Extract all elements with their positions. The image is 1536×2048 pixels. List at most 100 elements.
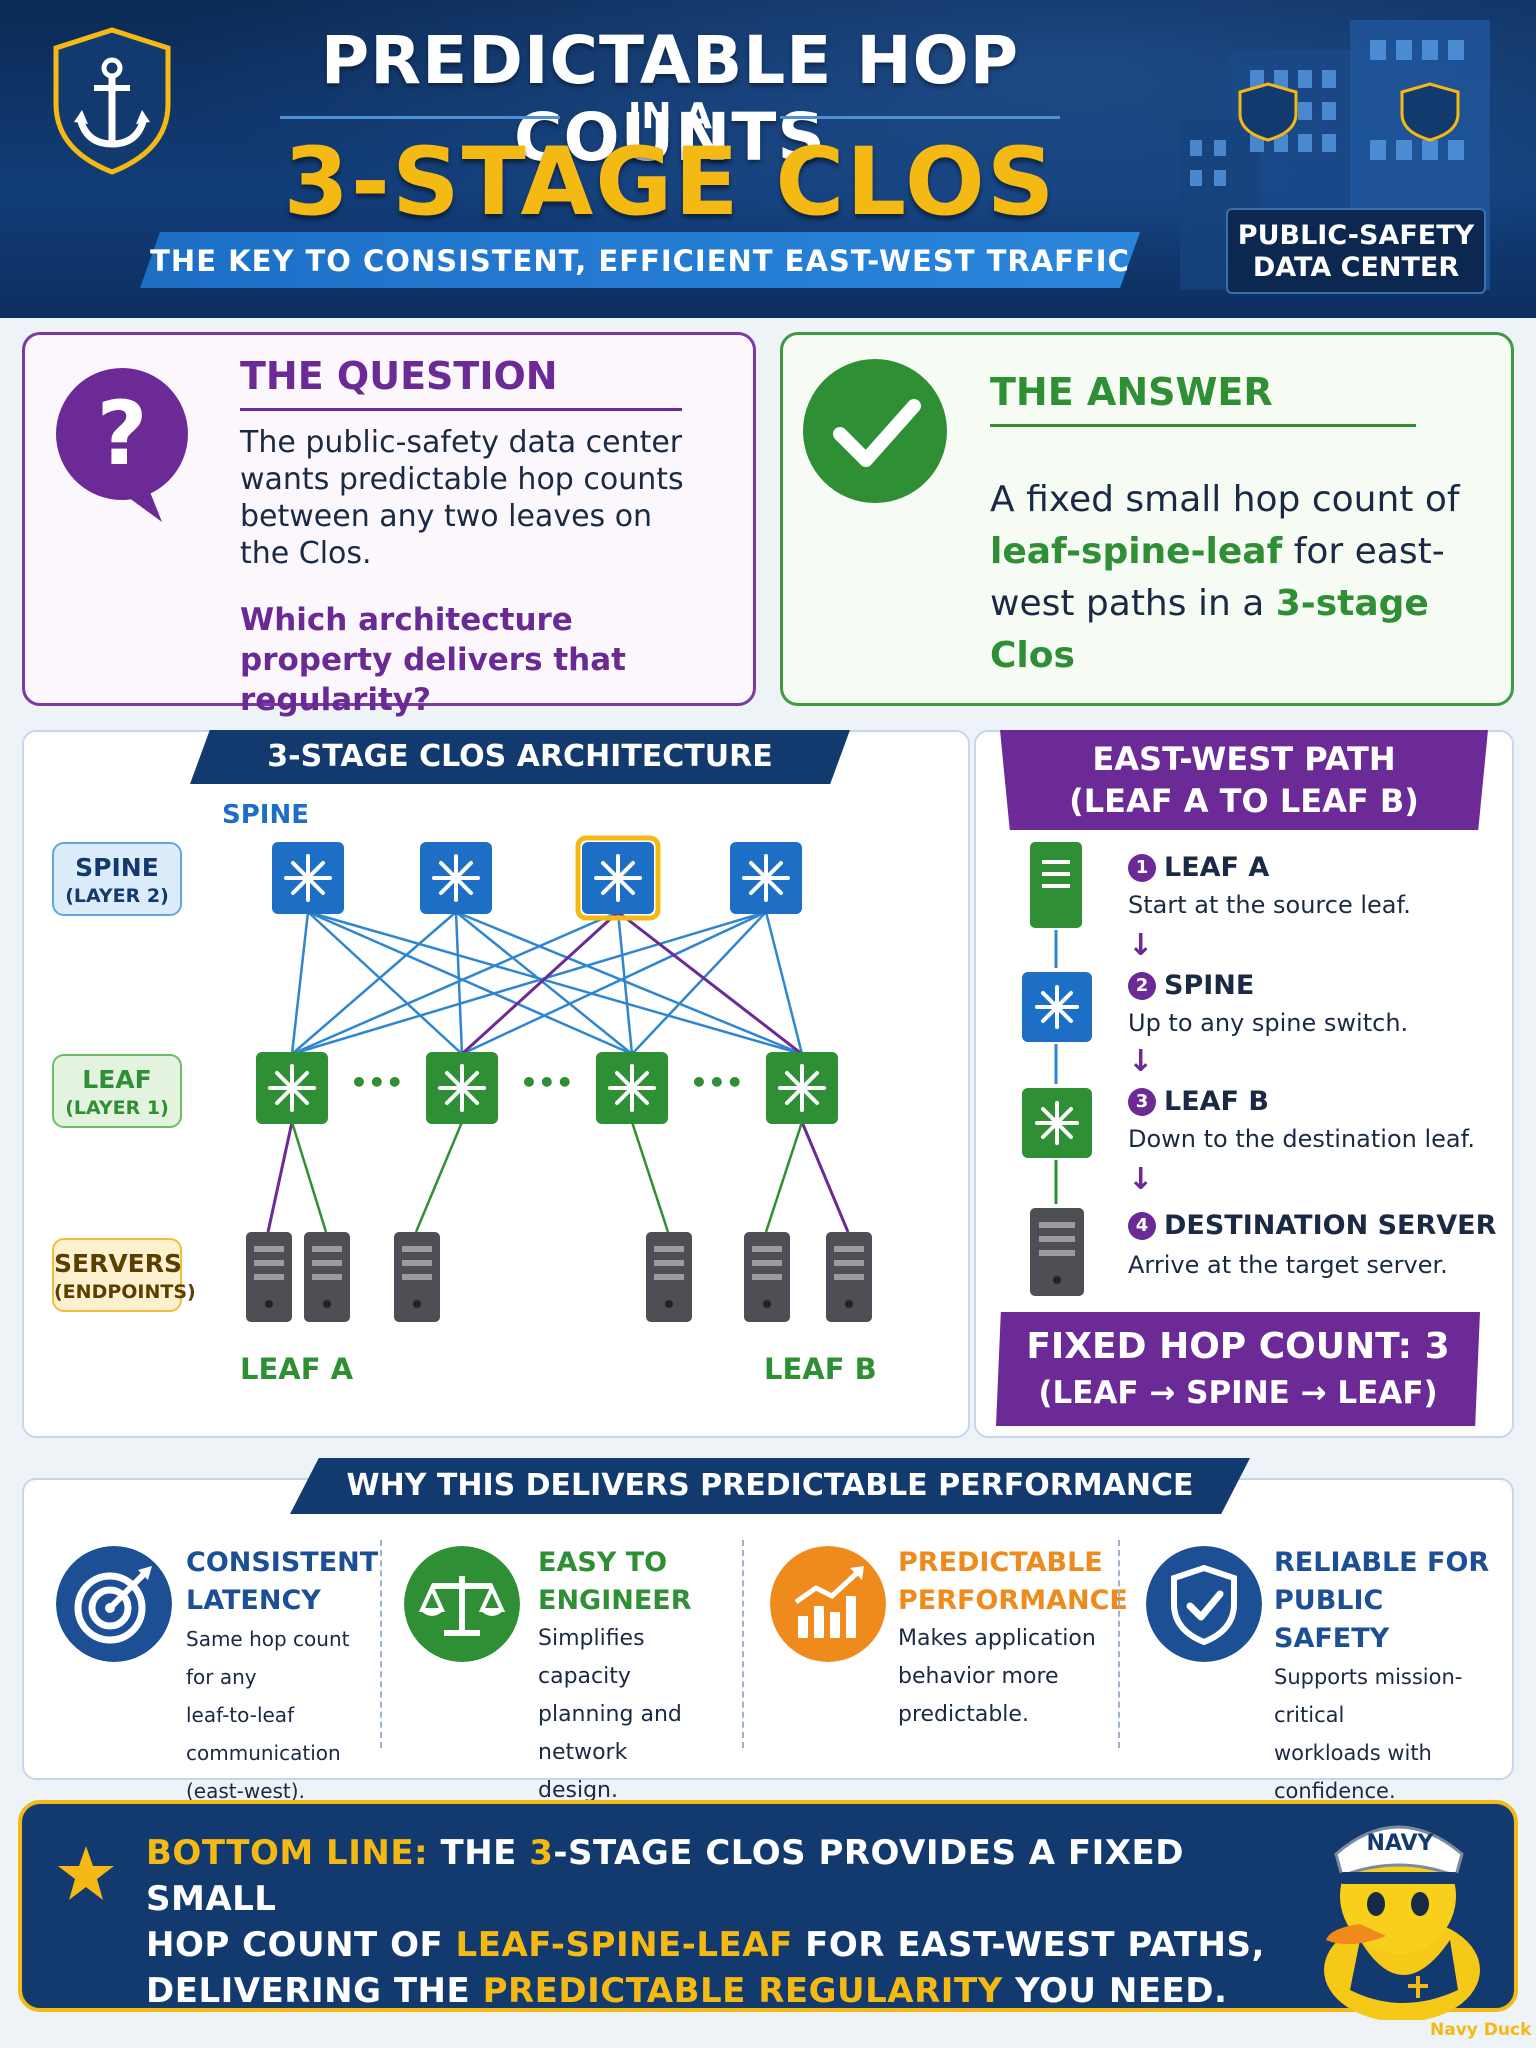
why-text-2: leaf-to-leaf communication: [186, 1703, 341, 1765]
east-west-heading-line-2: (LEAF A TO LEAF B): [1069, 782, 1419, 820]
leaf-ellipsis: •••: [520, 1066, 574, 1099]
leaf-a-label: LEAF A: [240, 1352, 354, 1386]
spine-tag-title: SPINE: [75, 853, 159, 882]
leaf-tag-title: LEAF: [82, 1065, 152, 1094]
why-title-2: PERFORMANCE: [898, 1585, 1128, 1616]
east-west-path-icons: [1022, 842, 1092, 1296]
why-panel: [22, 1478, 1514, 1780]
why-text-3: confidence.: [1274, 1779, 1396, 1803]
bottom-line-highlight: LEAF-SPINE-LEAF: [455, 1925, 793, 1965]
question-heading: THE QUESTION: [240, 354, 558, 398]
subtitle-banner: [140, 232, 1140, 288]
answer-rule: [990, 424, 1416, 427]
step-text: Start at the source leaf.: [1128, 891, 1411, 919]
answer-heading: THE ANSWER: [990, 370, 1273, 414]
why-text-1: Simplifies capacity: [538, 1626, 645, 1689]
step-title: SPINE: [1164, 970, 1255, 1001]
server-icon: [646, 1232, 692, 1322]
server-icon: [246, 1232, 292, 1322]
step-title: DESTINATION SERVER: [1164, 1210, 1497, 1241]
servers-tag-sub: (ENDPOINTS): [54, 1281, 196, 1303]
growth-chart-icon: [770, 1546, 886, 1662]
question-prompt: Which architecture property delivers tha…: [240, 602, 626, 718]
why-heading: WHY THIS DELIVERS PREDICTABLE PERFORMANC…: [290, 1458, 1250, 1514]
bottom-line-part: FOR EAST-WEST PATHS,: [805, 1925, 1265, 1965]
bottom-line-highlight: 3: [529, 1833, 554, 1873]
shield-check-icon: [1146, 1546, 1262, 1662]
switch-arrows-icon: [284, 854, 790, 902]
why-title-1: RELIABLE FOR: [1274, 1547, 1490, 1578]
leaf-ellipsis: •••: [690, 1066, 744, 1099]
why-item-reliable-for-public-safety: RELIABLE FOR PUBLIC SAFETY Supports miss…: [1274, 1544, 1504, 1810]
servers-tag-title: SERVERS: [54, 1249, 183, 1278]
step-text: Arrive at the target server.: [1128, 1251, 1448, 1279]
leaf-ellipsis: •••: [350, 1066, 404, 1099]
ew-step-4: 4 DESTINATION SERVER Arrive at the target…: [1128, 1210, 1508, 1279]
spine-leaf-links: [290, 910, 804, 1056]
leaf-arrows-icon: [268, 1064, 826, 1112]
ew-step-1: 1 LEAF A Start at the source leaf.: [1128, 852, 1508, 919]
why-text-3: predictable.: [898, 1702, 1029, 1727]
ew-step-2: 2 SPINE Up to any spine switch.: [1128, 970, 1508, 1037]
bottom-line-part: DELIVERING THE: [146, 1971, 471, 2011]
east-west-path-highlight: [266, 910, 850, 1233]
star-icon: [58, 1846, 114, 1900]
question-rule: [240, 408, 682, 411]
question-body: The public-safety data center wants pred…: [240, 425, 684, 571]
badge-line-2: DATA CENTER: [1252, 252, 1460, 283]
step-text: Up to any spine switch.: [1128, 1009, 1409, 1037]
step-number: 3: [1128, 1088, 1156, 1116]
why-title-2: LATENCY: [186, 1585, 321, 1616]
bottom-line-lead: BOTTOM LINE:: [146, 1833, 429, 1873]
leaf-layer-tag: LEAF (LAYER 1): [52, 1054, 182, 1128]
bottom-line-part: HOP COUNT OF: [146, 1925, 444, 1965]
east-west-heading: EAST-WEST PATH (LEAF A TO LEAF B): [1000, 730, 1488, 830]
title-rule-right: [780, 116, 1060, 119]
svg-text:?: ?: [96, 382, 147, 485]
why-divider: [380, 1540, 382, 1748]
down-arrow-icon: ↓: [1128, 1044, 1154, 1079]
answer-highlight-path: leaf-spine-leaf: [990, 531, 1283, 572]
why-text-2: workloads with: [1274, 1741, 1432, 1765]
why-divider: [742, 1540, 744, 1748]
why-title-2: PUBLIC SAFETY: [1274, 1585, 1390, 1654]
spine-switches: [272, 835, 802, 921]
why-title-1: PREDICTABLE: [898, 1547, 1103, 1578]
step-number: 1: [1128, 854, 1156, 882]
bottom-line-text: BOTTOM LINE: THE 3-STAGE CLOS PROVIDES A…: [146, 1830, 1276, 2014]
spine-layer-tag: SPINE (LAYER 2): [52, 842, 182, 916]
leaf-server-links: [290, 1121, 804, 1233]
why-divider: [1118, 1540, 1120, 1748]
navy-duck-mascot: NAVY: [1324, 1825, 1480, 2020]
down-arrow-icon: ↓: [1128, 928, 1154, 963]
step-title: LEAF A: [1164, 852, 1270, 883]
target-icon: [56, 1546, 172, 1662]
why-text-2: behavior more: [898, 1664, 1059, 1689]
why-text-3: design.: [538, 1778, 618, 1803]
why-title-1: CONSISTENT: [186, 1547, 379, 1578]
scales-icon: [404, 1546, 520, 1662]
hop-sequence: (LEAF → SPINE → LEAF): [1038, 1375, 1438, 1411]
fixed-hop-count-banner: FIXED HOP COUNT: 3 (LEAF → SPINE → LEAF): [996, 1312, 1480, 1426]
step-number: 2: [1128, 972, 1156, 1000]
answer-text: A fixed small hop count of leaf-spine-le…: [990, 474, 1490, 682]
spine-switch-highlight: [575, 835, 661, 921]
leaf-b-label: LEAF B: [764, 1352, 877, 1386]
why-text-1: Makes application: [898, 1626, 1096, 1651]
step-number: 4: [1128, 1212, 1156, 1240]
servers-layer-tag: SERVERS (ENDPOINTS): [52, 1238, 196, 1312]
mascot-cap-text: NAVY: [1367, 1831, 1435, 1856]
bottom-line-highlight: PREDICTABLE REGULARITY: [482, 1971, 1003, 2011]
clos-topology-diagram: [246, 835, 872, 1322]
east-west-heading-line-1: EAST-WEST PATH: [1092, 740, 1396, 778]
header-banner: PREDICTABLE HOP COUNTS IN A 3-STAGE CLOS…: [0, 0, 1536, 318]
credit-label: Navy Duck: [1430, 2020, 1532, 2040]
servers: [246, 1232, 872, 1322]
why-item-predictable-performance: PREDICTABLE PERFORMANCE Makes applicatio…: [898, 1544, 1128, 1734]
why-text-2: planning and network: [538, 1702, 682, 1765]
leaf-tag-sub: (LAYER 1): [65, 1097, 169, 1119]
server-icon: [826, 1232, 872, 1322]
spine-tag-sub: (LAYER 2): [65, 885, 169, 907]
question-bubble-icon: ?: [56, 368, 188, 522]
